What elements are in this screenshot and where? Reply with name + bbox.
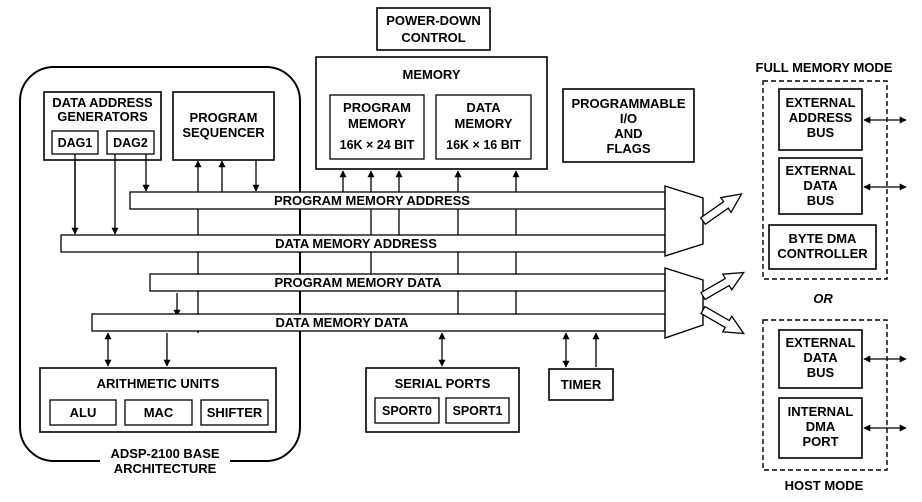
external-address-bus-line3: BUS (807, 125, 835, 140)
internal-dma-port-line3: PORT (802, 434, 838, 449)
dag1-label: DAG1 (58, 136, 93, 150)
dag2-box (106, 130, 155, 155)
data-memory-box (435, 94, 532, 160)
data-output-arrow-up (700, 271, 746, 301)
internal-dma-port-line2: DMA (806, 419, 836, 434)
program-memory-size: 16K × 24 BIT (340, 138, 415, 152)
sport0-box (374, 397, 440, 424)
alu-box (49, 399, 117, 426)
host-external-data-bus-line2: DATA (803, 350, 838, 365)
or-label: OR (813, 291, 833, 306)
address-mux (664, 185, 704, 257)
data-memory-line1: DATA (466, 100, 501, 115)
base-architecture-label-bg (100, 447, 230, 477)
data-memory-line2: MEMORY (454, 116, 512, 131)
programmable-io-box (562, 88, 695, 163)
timer-box (548, 368, 614, 401)
external-address-bus-line2: ADDRESS (789, 110, 853, 125)
data-memory-size: 16K × 16 BIT (446, 138, 521, 152)
program-memory-line2: MEMORY (348, 116, 406, 131)
address-output-arrow (699, 193, 743, 226)
external-data-bus-line1: EXTERNAL (785, 163, 855, 178)
dag-title-line1: DATA ADDRESS (52, 95, 153, 110)
external-data-bus-box (778, 157, 863, 215)
host-mode-title: HOST MODE (785, 478, 864, 493)
host-external-data-bus-line3: BUS (807, 365, 835, 380)
full-memory-mode-region (762, 80, 888, 280)
program-memory-box (329, 94, 425, 160)
external-data-bus-line3: BUS (807, 193, 835, 208)
byte-dma-controller-line2: CONTROLLER (777, 246, 868, 261)
shifter-label: SHIFTER (207, 405, 263, 420)
mac-box (124, 399, 193, 426)
data-memory-data-label: DATA MEMORY DATA (276, 315, 409, 330)
program-sequencer-line1: PROGRAM (190, 110, 258, 125)
byte-dma-controller-line1: BYTE DMA (789, 231, 858, 246)
power-down-control-box (376, 7, 491, 51)
base-architecture-line2: ARCHITECTURE (114, 461, 217, 476)
program-memory-line1: PROGRAM (343, 100, 411, 115)
program-sequencer-line2: SEQUENCER (182, 125, 265, 140)
arithmetic-units-title: ARITHMETIC UNITS (97, 376, 220, 391)
programmable-io-line2: I/O (620, 111, 637, 126)
data-output-arrow-down (700, 305, 746, 335)
host-external-data-bus-box (778, 329, 863, 389)
serial-ports-title: SERIAL PORTS (395, 376, 491, 391)
internal-dma-port-line1: INTERNAL (788, 404, 854, 419)
full-memory-mode-title: FULL MEMORY MODE (756, 60, 893, 75)
shifter-box (200, 399, 269, 426)
external-address-bus-box (778, 88, 863, 151)
memory-title: MEMORY (402, 67, 460, 82)
external-data-bus-line2: DATA (803, 178, 838, 193)
sport1-label: SPORT1 (452, 404, 502, 418)
program-memory-data-label: PROGRAM MEMORY DATA (274, 275, 442, 290)
host-mode-region (762, 319, 888, 471)
sport0-label: SPORT0 (382, 404, 432, 418)
programmable-io-line4: FLAGS (606, 141, 650, 156)
dag-title-line2: GENERATORS (57, 109, 148, 124)
sport1-box (445, 397, 510, 424)
program-sequencer-box (172, 91, 275, 161)
data-memory-address-label: DATA MEMORY ADDRESS (275, 236, 437, 251)
alu-label: ALU (70, 405, 97, 420)
mac-label: MAC (144, 405, 174, 420)
external-address-bus-line1: EXTERNAL (785, 95, 855, 110)
byte-dma-controller-box (768, 224, 877, 270)
internal-dma-port-box (778, 397, 863, 459)
programmable-io-line1: PROGRAMMABLE (571, 96, 685, 111)
timer-label: TIMER (561, 377, 602, 392)
host-external-data-bus-line1: EXTERNAL (785, 335, 855, 350)
dag2-label: DAG2 (113, 136, 148, 150)
power-down-label-line1: POWER-DOWN (386, 13, 481, 28)
base-architecture-line1: ADSP-2100 BASE (110, 446, 219, 461)
programmable-io-line3: AND (614, 126, 642, 141)
program-memory-address-label: PROGRAM MEMORY ADDRESS (274, 193, 470, 208)
data-mux (664, 267, 704, 339)
power-down-label-line2: CONTROL (401, 30, 465, 45)
